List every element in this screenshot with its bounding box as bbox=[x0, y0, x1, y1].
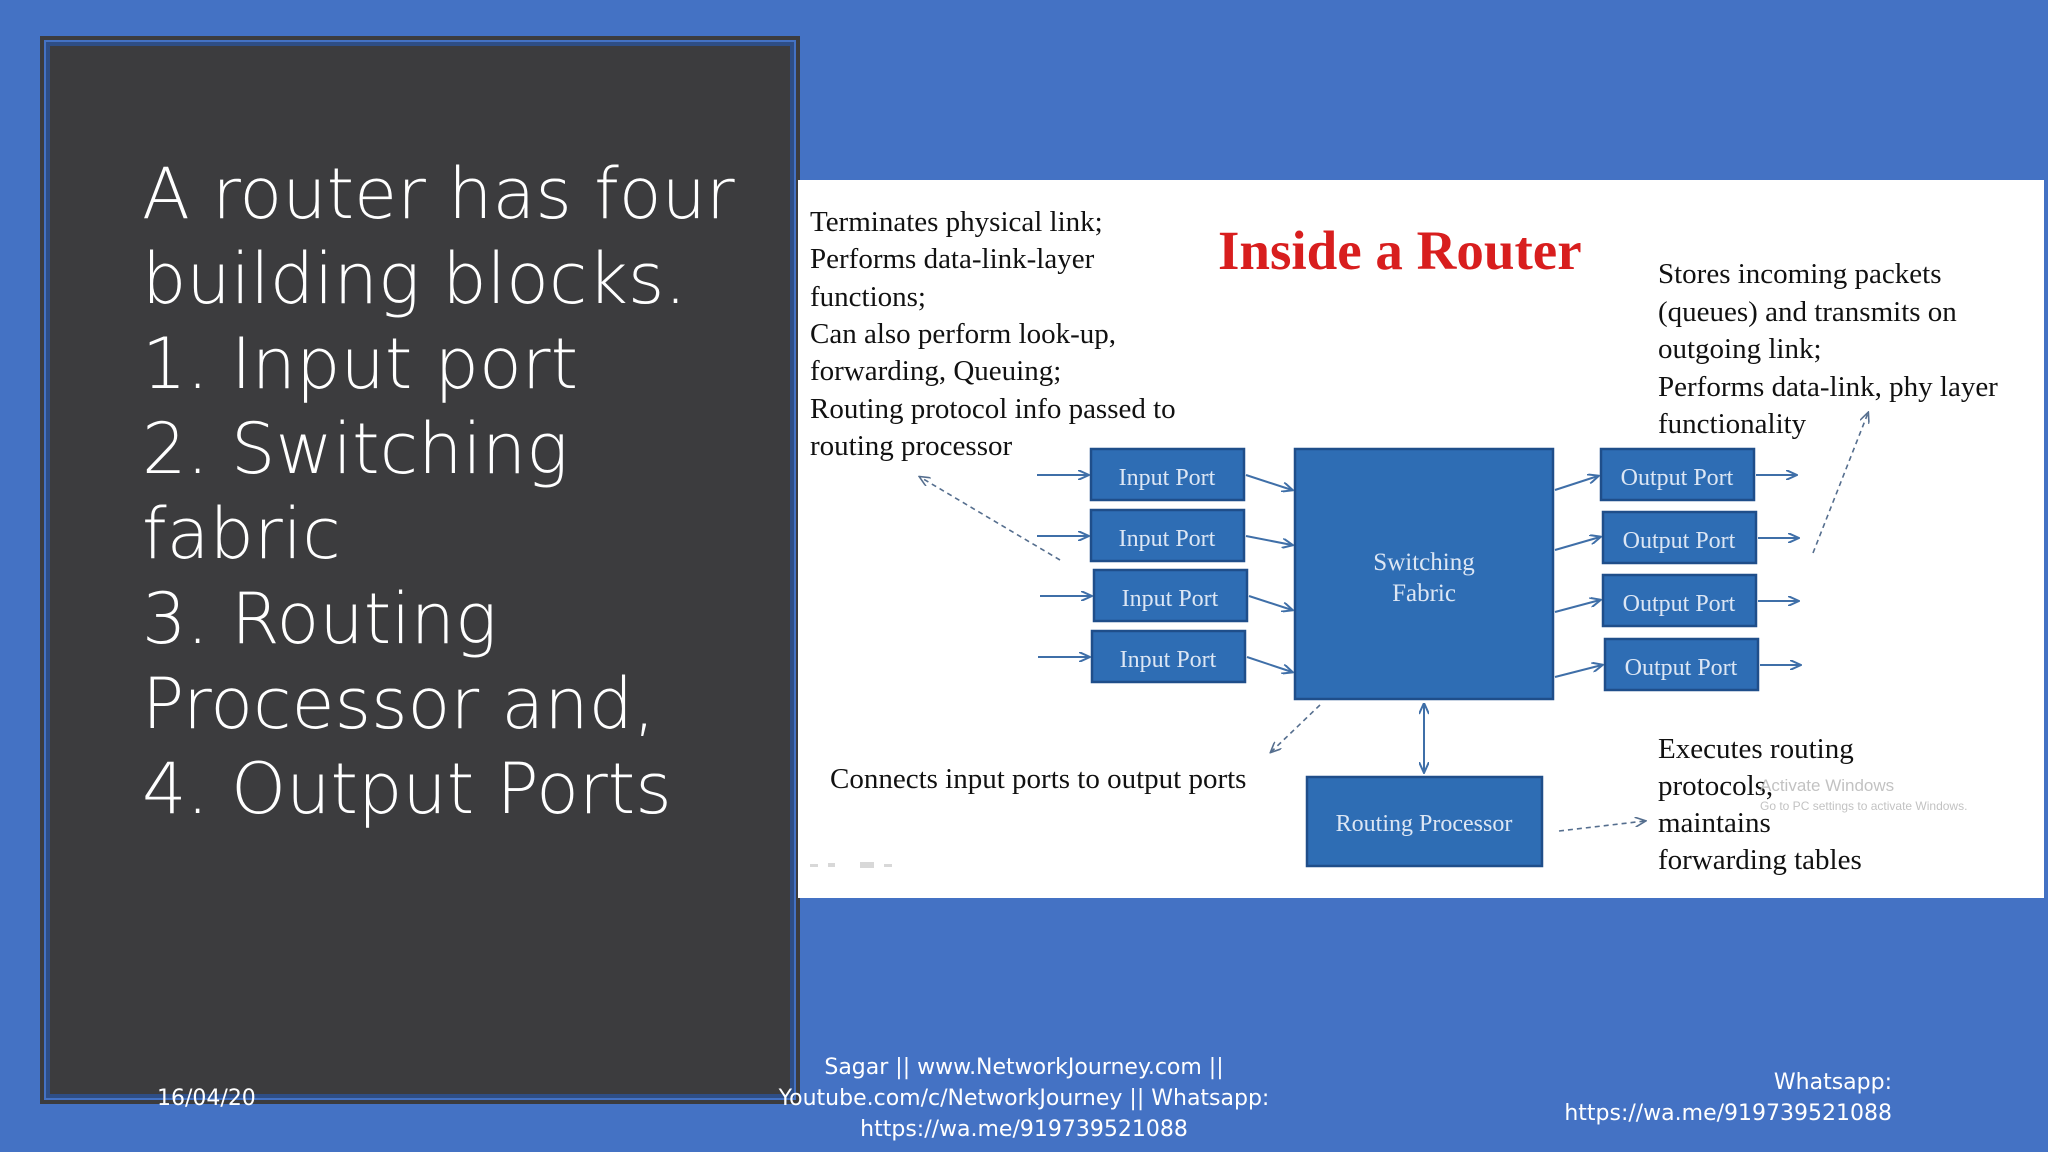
heading-line: 3. Routing bbox=[142, 578, 497, 660]
watermark-title: Activate Windows bbox=[1760, 776, 1894, 795]
slide-date: 16/04/20 bbox=[157, 1086, 256, 1111]
router-diagram-svg: Inside a Router Terminates physical link… bbox=[810, 206, 1998, 876]
heading-line: Processor and, bbox=[142, 663, 656, 745]
input-port: Input Port bbox=[1090, 629, 1247, 684]
note-line: routing processor bbox=[810, 430, 1012, 462]
note-line: (queues) and transmits on bbox=[1658, 296, 1957, 328]
output-port-label: Output Port bbox=[1625, 655, 1738, 681]
input-port-note: Terminates physical link; Performs data-… bbox=[810, 206, 1176, 462]
output-port-note: Stores incoming packets (queues) and tra… bbox=[1658, 258, 1998, 440]
router-diagram: Inside a Router Terminates physical link… bbox=[798, 180, 2044, 898]
footer-center-text: Sagar || www.NetworkJourney.com || Youtu… bbox=[760, 1052, 1288, 1145]
heading-line: 1. Input port bbox=[142, 323, 579, 405]
input-port: Input Port bbox=[1089, 447, 1246, 502]
note-line: Routing protocol info passed to bbox=[810, 393, 1176, 425]
processor-note: Executes routing protocols, maintains fo… bbox=[1658, 733, 1862, 876]
note-line: Performs data-link-layer bbox=[810, 243, 1095, 275]
output-port: Output Port bbox=[1599, 447, 1756, 502]
heading-line: 4. Output Ports bbox=[142, 748, 672, 830]
input-port-label: Input Port bbox=[1122, 586, 1219, 612]
fabric-to-output-arrows bbox=[1554, 476, 1602, 678]
input-port-label: Input Port bbox=[1120, 647, 1217, 673]
footer-line: Whatsapp: bbox=[1773, 1070, 1892, 1095]
heading-line: fabric bbox=[142, 493, 341, 575]
switching-fabric: Switching Fabric bbox=[1293, 447, 1555, 701]
note-line: forwarding, Queuing; bbox=[810, 355, 1061, 387]
input-port: Input Port bbox=[1089, 508, 1246, 563]
media-controls bbox=[810, 862, 892, 868]
slide-heading: A router has four building blocks. 1. In… bbox=[142, 152, 782, 832]
input-port-label: Input Port bbox=[1119, 465, 1216, 491]
heading-line: A router has four bbox=[142, 153, 735, 235]
note-line: protocols, bbox=[1658, 770, 1773, 802]
footer-right-text: Whatsapp: https://wa.me/919739521088 bbox=[1540, 1067, 1892, 1129]
fabric-label: Fabric bbox=[1392, 580, 1456, 607]
footer-line: Youtube.com/c/NetworkJourney || Whatsapp… bbox=[778, 1086, 1270, 1111]
output-port: Output Port bbox=[1603, 637, 1760, 692]
note-line: Performs data-link, phy layer bbox=[1658, 371, 1998, 403]
note-line: Stores incoming packets bbox=[1658, 258, 1942, 290]
input-port-label: Input Port bbox=[1119, 526, 1216, 552]
fabric-note: Connects input ports to output ports bbox=[830, 763, 1246, 795]
callout-arrows bbox=[920, 413, 1868, 832]
routing-processor: Routing Processor bbox=[1305, 775, 1544, 868]
note-line: outgoing link; bbox=[1658, 333, 1822, 365]
note-line: forwarding tables bbox=[1658, 844, 1862, 876]
note-line: functions; bbox=[810, 281, 926, 313]
footer-line: https://wa.me/919739521088 bbox=[860, 1117, 1188, 1142]
routing-processor-label: Routing Processor bbox=[1336, 811, 1513, 837]
watermark-subtitle: Go to PC settings to activate Windows. bbox=[1760, 799, 1967, 813]
incoming-arrows bbox=[1037, 475, 1091, 657]
output-port-label: Output Port bbox=[1623, 528, 1736, 554]
outgoing-arrows bbox=[1756, 475, 1800, 665]
note-line: Terminates physical link; bbox=[810, 206, 1103, 238]
output-port-label: Output Port bbox=[1621, 465, 1734, 491]
diagram-title: Inside a Router bbox=[1218, 220, 1582, 281]
heading-line: building blocks. bbox=[142, 238, 687, 320]
output-port: Output Port bbox=[1601, 510, 1758, 565]
heading-line: 2. Switching bbox=[142, 408, 569, 490]
output-port-label: Output Port bbox=[1623, 591, 1736, 617]
input-port: Input Port bbox=[1092, 568, 1249, 623]
text-panel bbox=[40, 36, 800, 1104]
footer-line: https://wa.me/919739521088 bbox=[1564, 1101, 1892, 1126]
note-line: Executes routing bbox=[1658, 733, 1854, 765]
input-to-fabric-arrows bbox=[1245, 474, 1292, 672]
fabric-label: Switching bbox=[1373, 549, 1475, 576]
output-port: Output Port bbox=[1601, 573, 1758, 628]
note-line: Can also perform look-up, bbox=[810, 318, 1116, 350]
note-line: maintains bbox=[1658, 807, 1771, 839]
note-line: functionality bbox=[1658, 408, 1807, 440]
footer-line: Sagar || www.NetworkJourney.com || bbox=[824, 1055, 1224, 1080]
